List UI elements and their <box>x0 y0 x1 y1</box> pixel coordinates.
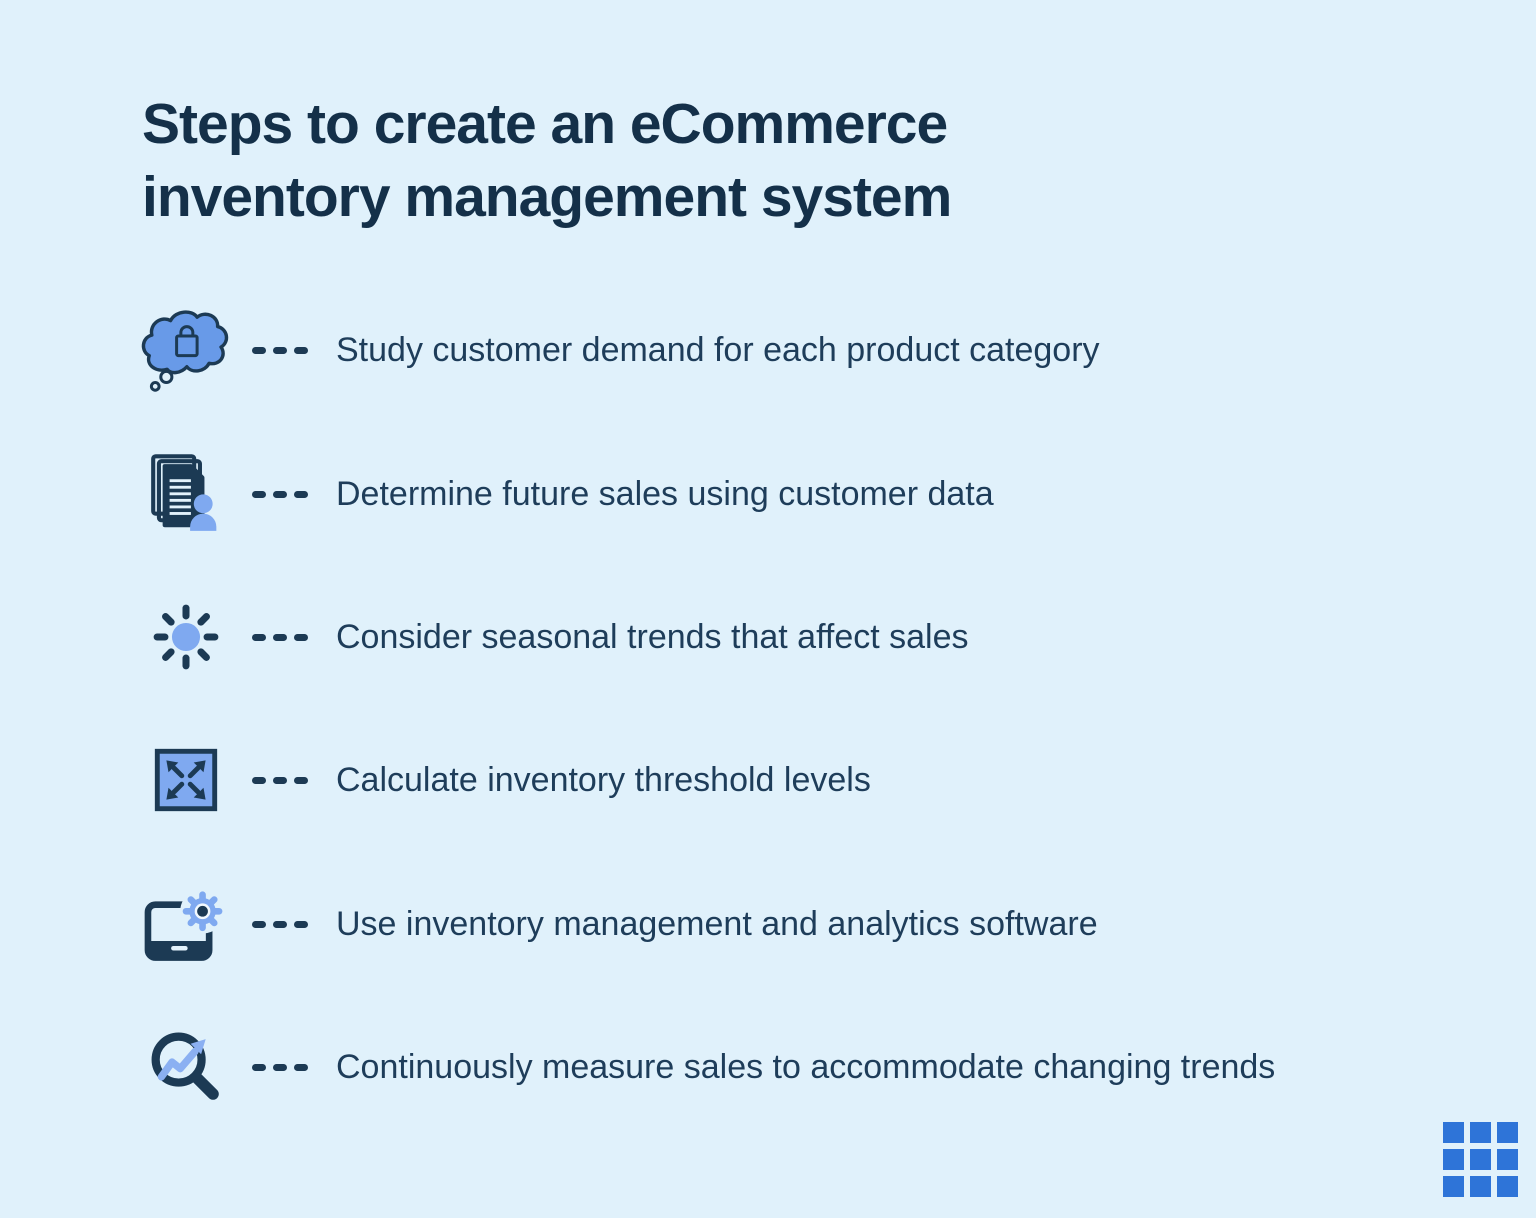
step-label: Calculate inventory threshold levels <box>336 760 871 799</box>
step-icon-box <box>136 598 236 676</box>
page-title: Steps to create an eCommerce inventory m… <box>142 92 952 229</box>
step-label: Study customer demand for each product c… <box>336 330 1100 369</box>
dash-connector <box>252 490 308 498</box>
step-label: Continuously measure sales to accommodat… <box>336 1047 1276 1086</box>
grid-logo-square <box>1443 1122 1464 1143</box>
step-row-5: Use inventory management and analytics s… <box>136 878 1496 970</box>
step-icon-box <box>136 745 236 815</box>
grid-logo <box>1443 1122 1518 1197</box>
expand-arrows-icon <box>154 748 218 812</box>
grid-logo-square <box>1470 1176 1491 1197</box>
grid-logo-square <box>1470 1149 1491 1170</box>
step-row-3: Consider seasonal trends that affect sal… <box>136 591 1496 683</box>
grid-logo-square <box>1443 1176 1464 1197</box>
step-icon-box <box>136 305 236 396</box>
grid-logo-square <box>1443 1149 1464 1170</box>
dash-connector <box>252 346 308 354</box>
step-row-2: Determine future sales using customer da… <box>136 448 1496 540</box>
grid-logo-square <box>1497 1176 1518 1197</box>
step-label: Consider seasonal trends that affect sal… <box>336 617 969 656</box>
dash-connector <box>252 1063 308 1071</box>
dash-connector <box>252 920 308 928</box>
magnifier-trend-icon <box>151 1032 219 1100</box>
step-label: Determine future sales using customer da… <box>336 474 994 513</box>
step-icon-box <box>136 453 236 535</box>
thought-cloud-shopping-bag-icon <box>141 309 229 392</box>
grid-logo-square <box>1470 1122 1491 1143</box>
step-icon-box <box>136 1026 236 1108</box>
sun-icon <box>153 604 219 670</box>
step-icon-box <box>136 883 236 966</box>
dash-connector <box>252 776 308 784</box>
step-row-4: Calculate inventory threshold levels <box>136 734 1496 826</box>
step-label: Use inventory management and analytics s… <box>336 904 1098 943</box>
grid-logo-square <box>1497 1122 1518 1143</box>
step-row-1: Study customer demand for each product c… <box>136 304 1496 396</box>
device-gear-icon <box>144 888 225 961</box>
dash-connector <box>252 633 308 641</box>
documents-person-icon <box>151 454 217 531</box>
step-row-6: Continuously measure sales to accommodat… <box>136 1021 1496 1113</box>
grid-logo-square <box>1497 1149 1518 1170</box>
